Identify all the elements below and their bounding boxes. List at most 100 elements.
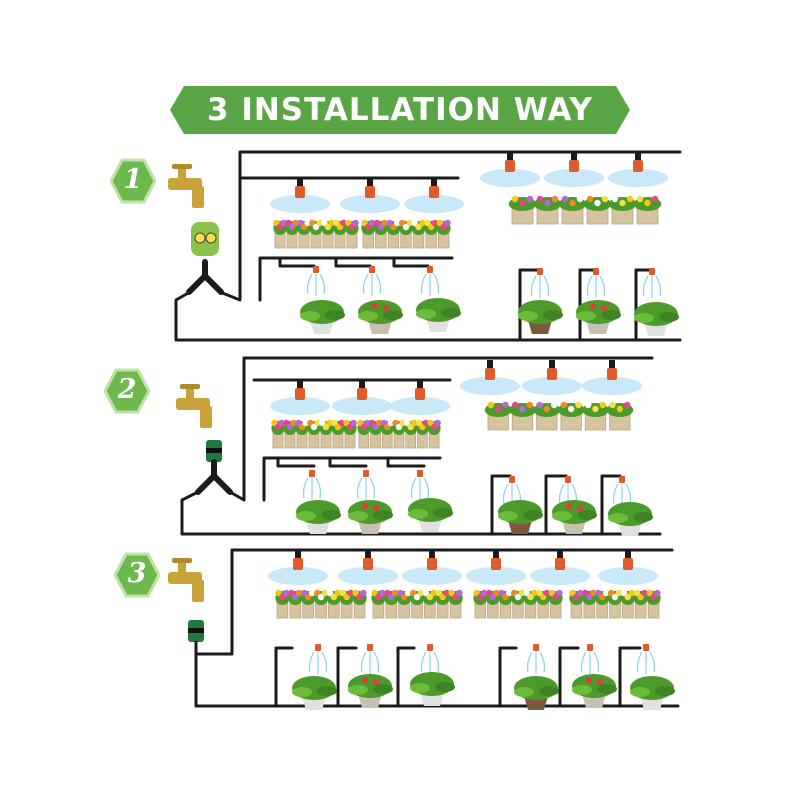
nozzle-stem: [365, 550, 371, 558]
hexagon-icon: [103, 368, 151, 414]
faucet-handle: [180, 384, 200, 389]
flower-bloom: [356, 593, 363, 601]
nozzle-stem: [295, 550, 301, 558]
nozzle-head: [569, 160, 579, 172]
flower-bloom: [586, 195, 594, 203]
dripper-head: [363, 470, 369, 477]
flower-bloom: [417, 589, 425, 597]
flower-bloom: [550, 401, 558, 409]
dripper-head: [537, 268, 543, 275]
flower-bloom: [487, 401, 495, 409]
mist-nozzle-icon: [598, 550, 658, 585]
flower-bloom: [313, 589, 321, 597]
flower-bloom: [556, 589, 563, 597]
flower-bloom: [330, 593, 338, 601]
flower-bloom: [371, 589, 378, 597]
flower-bloom: [493, 589, 500, 597]
mist-nozzle-icon: [404, 178, 464, 213]
flower-bloom: [611, 195, 619, 203]
flower-bloom: [523, 589, 530, 597]
flower-bloom: [361, 219, 368, 227]
plant-leaf: [498, 511, 518, 521]
flower-bloom: [448, 589, 455, 597]
flower-bloom: [626, 195, 634, 203]
mist-spray: [340, 195, 400, 213]
flower-bloom: [308, 589, 316, 597]
tube-line: [392, 256, 430, 268]
flower-bloom: [283, 589, 290, 597]
water-faucet-icon: [168, 558, 204, 602]
flower-bloom: [373, 505, 379, 511]
plant-leaf: [348, 511, 368, 521]
tube-line: [262, 456, 442, 502]
nozzle-head: [293, 558, 303, 570]
hexagon-icon: [113, 552, 161, 598]
flower-bloom: [498, 589, 505, 597]
tube-line: [194, 548, 674, 656]
hanging-plant-icon: [296, 500, 341, 534]
flower-bloom: [623, 401, 631, 409]
dripper-stake-icon: [420, 644, 440, 674]
flower-bloom: [301, 589, 308, 597]
flower-bloom: [352, 219, 359, 227]
dripper-stake-icon: [526, 644, 546, 674]
flower-bloom: [594, 199, 601, 207]
hanging-plant-icon: [572, 674, 617, 708]
flower-bloom: [379, 589, 386, 597]
flower-bloom: [350, 419, 357, 427]
plant-leaf: [373, 510, 393, 520]
mist-nozzle-icon: [466, 550, 526, 585]
flower-bloom: [280, 219, 287, 227]
flower-bloom: [444, 219, 451, 227]
flower-pot-row: [371, 589, 463, 619]
flower-bloom: [566, 503, 572, 509]
hanging-plant-icon: [514, 676, 559, 710]
flower-bloom: [321, 589, 329, 597]
flower-bloom: [551, 195, 559, 203]
mist-nozzle-icon: [268, 550, 328, 585]
water-spray: [356, 477, 376, 500]
water-spray: [642, 275, 662, 298]
nozzle-stem: [367, 178, 373, 186]
flower-bloom: [575, 401, 582, 409]
plant-leaf: [659, 312, 679, 322]
flower-bloom: [373, 679, 379, 685]
flower-bloom: [279, 593, 286, 601]
plant-leaf: [576, 311, 596, 321]
nozzle-head: [363, 558, 373, 570]
flower-bloom: [576, 195, 584, 203]
hanging-plant-icon: [410, 672, 455, 706]
flower-bloom: [406, 219, 413, 227]
flower-bloom: [435, 589, 443, 597]
flower-bloom: [511, 195, 519, 203]
mist-spray: [270, 397, 330, 415]
faucet-spout: [192, 580, 204, 602]
flower-bloom: [601, 305, 607, 311]
flower-bloom: [586, 677, 592, 683]
flower-bloom: [443, 589, 450, 597]
nozzle-stem: [493, 550, 499, 558]
nozzle-stem: [487, 360, 493, 368]
nozzle-stem: [557, 550, 563, 558]
plant-leaf: [655, 686, 675, 696]
flower-bloom: [560, 401, 568, 409]
flower-bloom: [397, 589, 404, 597]
flower-bloom: [391, 589, 399, 597]
splitter-body: [195, 459, 233, 495]
dripper-head: [593, 268, 599, 275]
plant-leaf: [597, 684, 617, 694]
dripper-head: [309, 470, 315, 477]
dripper-head: [509, 476, 515, 483]
plant-leaf: [514, 687, 534, 697]
flower-bloom: [314, 419, 321, 427]
flower-bloom: [636, 195, 644, 203]
timer-dial: [205, 232, 217, 244]
faucet-spout: [200, 406, 212, 428]
flower-bloom: [360, 589, 367, 597]
flower-bloom: [502, 401, 509, 409]
flower-bloom: [340, 219, 347, 227]
water-spray: [420, 273, 440, 296]
flower-bloom: [620, 589, 628, 597]
flower-bloom: [413, 593, 421, 601]
